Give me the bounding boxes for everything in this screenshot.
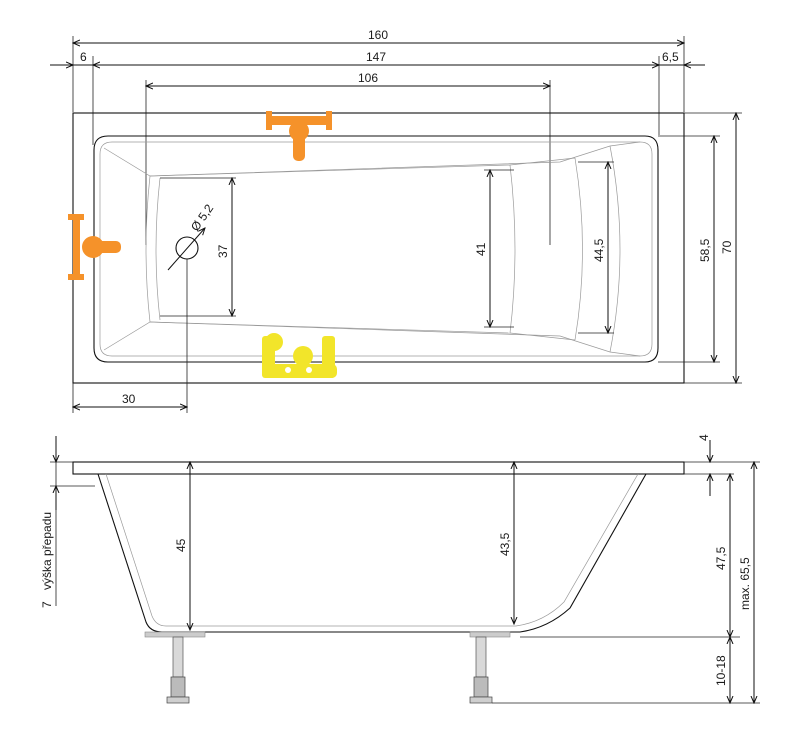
dim-overflow-height-value: 7: [40, 601, 54, 608]
dim-inner-length: 6 147 6,5: [50, 50, 705, 65]
dim-bottom-width-mid-label: 41: [474, 242, 488, 256]
tub-inner-basin: [93, 135, 659, 363]
faucet-side-icon: [68, 214, 121, 280]
dim-leg-adjust: 10-18: [492, 637, 760, 703]
tub-side-rim: [72, 461, 685, 475]
dim-rim-thickness-label: 4: [697, 434, 711, 441]
dim-max-height-label: max. 65,5: [738, 557, 752, 610]
dim-depth-right: 43,5: [498, 462, 514, 624]
dim-bottom-width-mid: 41: [474, 170, 514, 327]
dim-leg-adjust-label: 10-18: [714, 655, 728, 686]
tub-side-body: [97, 473, 647, 633]
dim-bottom-length: 106: [146, 71, 550, 86]
dim-overflow-height-label: výška přepadu: [40, 512, 54, 590]
dim-tub-height-label: 47,5: [714, 546, 728, 570]
dim-rim-thickness: 4: [684, 434, 760, 496]
dim-max-height: max. 65,5: [738, 462, 754, 703]
leg-right: [469, 636, 493, 704]
dim-depth-right-label: 43,5: [498, 532, 512, 556]
dim-depth-left: 45: [174, 462, 190, 630]
dim-left-rim-label: 6: [80, 50, 87, 64]
dim-bottom-width-right: 44,5: [578, 162, 614, 333]
dim-overall-width-label: 70: [720, 240, 734, 254]
dim-bottom-length-label: 106: [358, 71, 378, 85]
faucet-top-icon: [266, 111, 332, 161]
top-view: 160 6 147 6,5 106: [50, 28, 742, 413]
leg-left: [166, 636, 190, 704]
dim-tub-height: 47,5: [520, 474, 740, 637]
dim-bottom-width-left: 37: [160, 178, 236, 316]
dim-bottom-width-right-label: 44,5: [592, 238, 606, 262]
dim-drain-offset: 30: [73, 392, 187, 407]
dim-overall-width: 70: [684, 113, 742, 383]
dim-inner-width-label: 58,5: [698, 238, 712, 262]
dim-bottom-width-left-label: 37: [216, 244, 230, 258]
dim-drain-offset-label: 30: [122, 392, 136, 406]
dim-overflow-height: 7 výška přepadu: [40, 436, 95, 608]
dim-inner-width: 58,5: [658, 136, 720, 362]
dim-right-rim-label: 6,5: [662, 50, 679, 64]
dim-inner-length-label: 147: [366, 50, 386, 64]
side-view: 7 výška přepadu 45 43,5 4 47,5: [40, 434, 760, 703]
dim-drain-diameter-label: Ø 5,2: [188, 201, 216, 233]
dim-overall-length: 160: [73, 28, 684, 43]
dim-depth-left-label: 45: [174, 538, 188, 552]
waste-overflow-icon: [262, 333, 337, 378]
dim-overall-length-label: 160: [368, 28, 388, 42]
